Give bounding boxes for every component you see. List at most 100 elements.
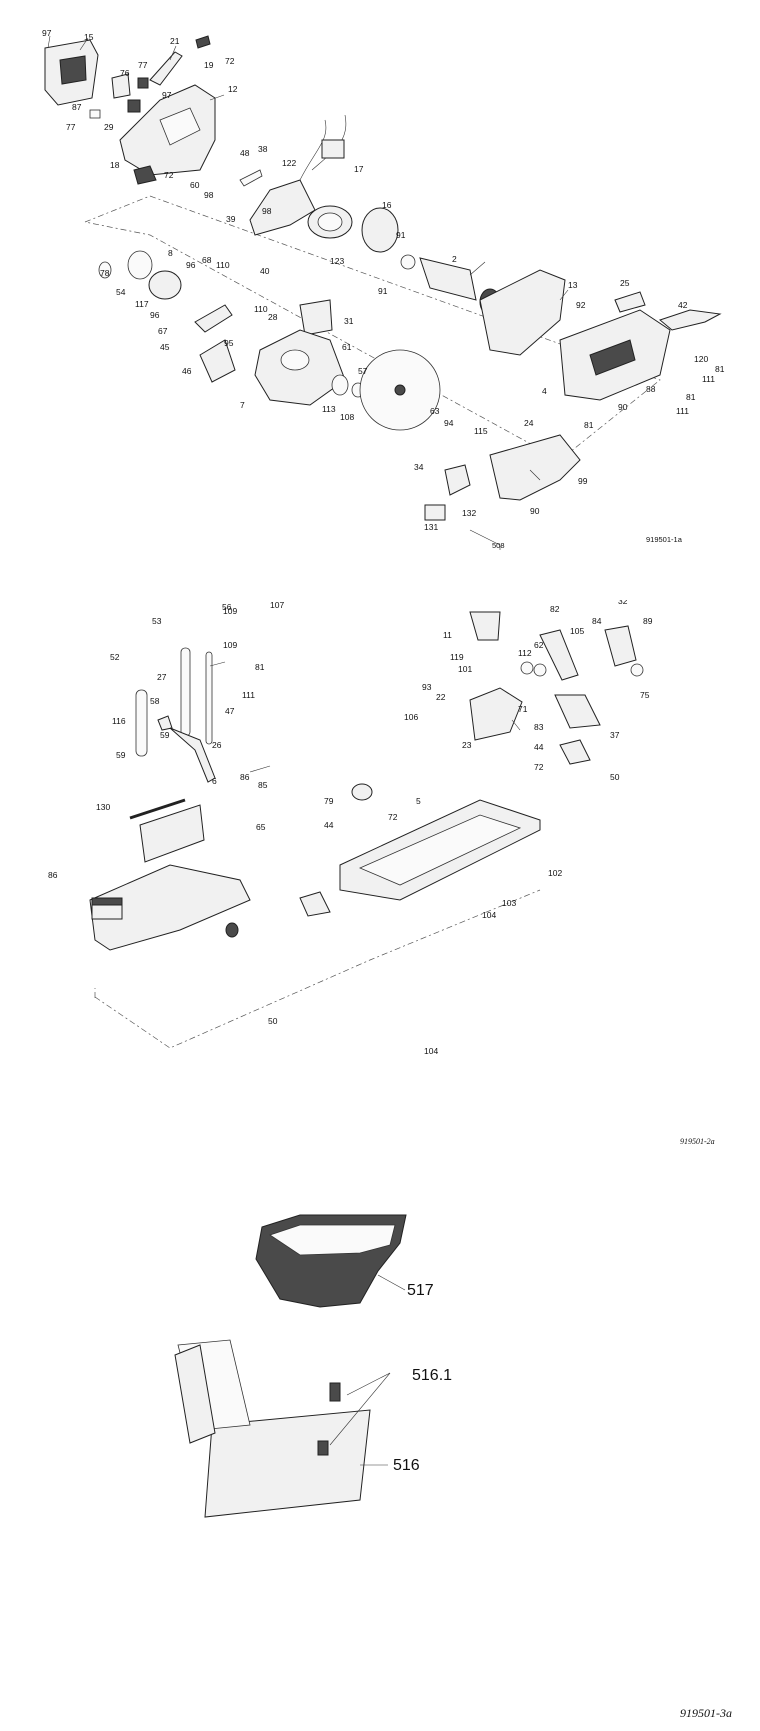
- part-label: 45: [160, 342, 170, 352]
- part-label: 91: [378, 286, 388, 296]
- part-label: 59: [116, 750, 126, 760]
- part-label: 90: [530, 506, 540, 516]
- part-label: 15: [84, 32, 94, 42]
- part-label: 97: [162, 90, 172, 100]
- part-label: 95: [224, 338, 234, 348]
- part-label: 53: [152, 616, 162, 626]
- part-label: 112: [518, 648, 532, 658]
- part-label: 92: [576, 300, 586, 310]
- part-label: 23: [462, 740, 472, 750]
- part-label: 79: [324, 796, 334, 806]
- part-label: 104: [424, 1046, 438, 1056]
- part-label: 84: [592, 616, 602, 626]
- part-label: 109: [223, 640, 237, 650]
- case-body: [204, 1409, 371, 1518]
- part-label: 8: [168, 248, 173, 258]
- part-label: 77: [66, 122, 76, 132]
- part-label: 44: [324, 820, 334, 830]
- part-label: 21: [170, 36, 180, 46]
- part-label: 103: [502, 898, 516, 908]
- part-label: 105: [570, 626, 584, 636]
- part-label: 67: [158, 326, 168, 336]
- part-label: 72: [225, 56, 235, 66]
- part-label: 50: [610, 772, 620, 782]
- part-label: 102: [548, 868, 562, 878]
- part-label: 31: [344, 316, 354, 326]
- part-label: 28: [268, 312, 278, 322]
- part-label: 25: [620, 278, 630, 288]
- part-label: 57: [358, 366, 368, 376]
- part-label: 2: [452, 254, 457, 264]
- part-label: 81: [255, 662, 265, 672]
- part-label: 68: [202, 255, 212, 265]
- part-label: 18: [110, 160, 120, 170]
- part-label: 123: [330, 256, 344, 266]
- part-label: 27: [157, 672, 167, 682]
- part-label: 86: [48, 870, 58, 880]
- part-label: 71: [518, 704, 528, 714]
- part-label: 75: [640, 690, 650, 700]
- part-label: 82: [550, 604, 560, 614]
- part-label: 85: [258, 780, 268, 790]
- part-label: 40: [260, 266, 270, 276]
- part-label: 108: [340, 412, 354, 422]
- part-label: 77: [138, 60, 148, 70]
- part-label: 111: [242, 690, 255, 700]
- part-label: 34: [414, 462, 424, 472]
- part-label: 47: [225, 706, 235, 716]
- part-label: 37: [610, 730, 620, 740]
- part-label: 81: [584, 420, 594, 430]
- part-label: 7: [240, 400, 245, 410]
- part-label: 42: [678, 300, 688, 310]
- part-number-labels-sheet-3: 517 516.1 516: [393, 1282, 452, 1474]
- part-label: 19: [204, 60, 214, 70]
- part-label: 98: [204, 190, 214, 200]
- part-label: 39: [226, 214, 236, 224]
- part-label: 38: [258, 144, 268, 154]
- part-label: 72: [164, 170, 174, 180]
- part-label: 96: [186, 260, 196, 270]
- part-label: 63: [430, 406, 440, 416]
- exploded-view-sheet-3: 517 516.1 516 919501-3a: [0, 1195, 760, 1731]
- part-label: 91: [396, 230, 406, 240]
- part-label: 110: [254, 304, 268, 314]
- part-label: 61: [342, 342, 352, 352]
- part-label: 99: [578, 476, 588, 486]
- part-label: 90: [618, 402, 628, 412]
- part-label: 4: [542, 386, 547, 396]
- part-label: 12: [228, 84, 238, 94]
- part-label: 72: [534, 762, 544, 772]
- part-label: 98: [262, 206, 272, 216]
- part-label: 88: [646, 384, 656, 394]
- part-label: 16: [382, 200, 392, 210]
- part-label: 52: [110, 652, 120, 662]
- part-label: 58: [150, 696, 160, 706]
- part-label: 26: [212, 740, 222, 750]
- part-label: 132: [462, 508, 476, 518]
- part-label: 50: [268, 1016, 278, 1026]
- part-label: 119: [450, 652, 464, 662]
- part-label: 101: [458, 664, 472, 674]
- part-label: 60: [190, 180, 200, 190]
- part-label: 78: [100, 268, 110, 278]
- part-label: 13: [568, 280, 578, 290]
- part-label: 72: [388, 812, 398, 822]
- part-label: 24: [524, 418, 534, 428]
- part-label: 81: [715, 364, 725, 374]
- part-number-labels-sheet-2: 109 53 56 107 52 109 27 81 111 47 58 116…: [48, 600, 653, 1056]
- exploded-view-sheet-1: 97 15 21 19 72 97 76 77 87 77 29 12 18 7…: [0, 0, 760, 560]
- part-label: 48: [240, 148, 250, 158]
- part-label: 130: [96, 802, 110, 812]
- part-label: 83: [534, 722, 544, 732]
- part-label: 76: [120, 68, 130, 78]
- part-label: 5: [416, 796, 421, 806]
- part-label: 104: [482, 910, 496, 920]
- part-label: 113: [322, 404, 336, 414]
- part-label: 81: [686, 392, 696, 402]
- part-label: 22: [436, 692, 446, 702]
- part-label: 96: [150, 310, 160, 320]
- exploded-view-drawing-3: 517 516.1 516 919501-3a: [174, 1214, 732, 1720]
- part-label: 94: [444, 418, 454, 428]
- part-label: 54: [116, 287, 126, 297]
- part-label: 106: [404, 712, 418, 722]
